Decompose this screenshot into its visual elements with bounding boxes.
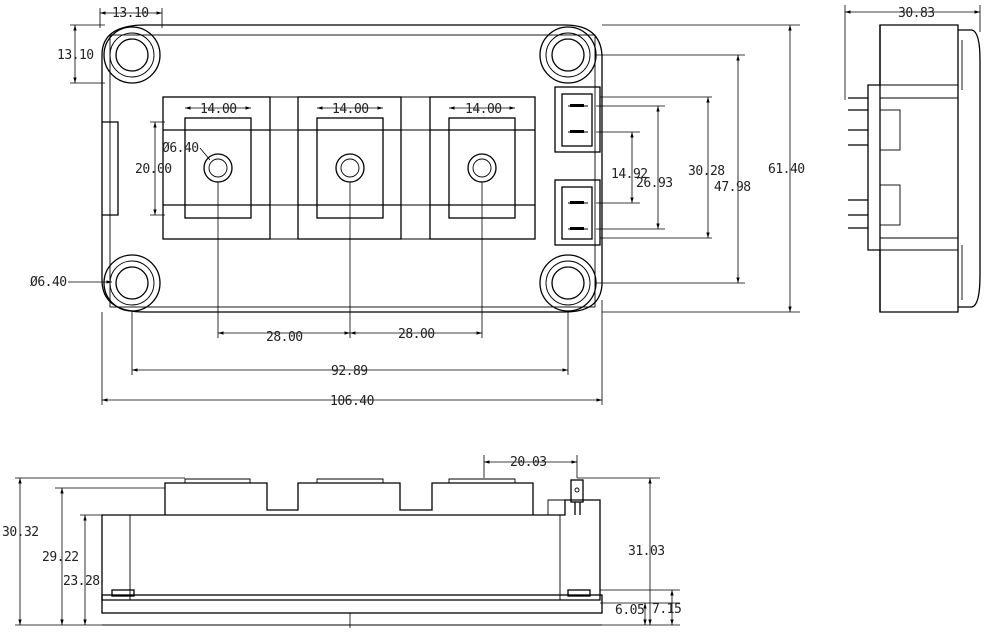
front-view: 20.03 30.32 29.22 23.28 31.03 6.05 7.15 (2, 455, 682, 628)
mount-hole-top-left (103, 26, 161, 84)
dim-total-height: 61.40 (768, 162, 805, 177)
dim-height-housing: 23.28 (63, 574, 100, 589)
terminal-3 (429, 96, 536, 240)
dim-base-pin-height: 7.15 (652, 602, 681, 617)
mount-hole-bottom-right (539, 254, 597, 312)
dim-pin-height: 31.03 (628, 544, 665, 559)
dim-pin-spacing-outer: 30.28 (688, 164, 725, 179)
side-view: 30.83 (844, 5, 981, 313)
aux-connector-bottom (554, 179, 601, 246)
dim-hole-offset-y: 13.10 (57, 48, 94, 63)
dim-terminal-width-2: 14.00 (332, 102, 369, 117)
dim-terminal-height: 20.00 (135, 162, 172, 177)
dim-height-upper: 29.22 (42, 550, 79, 565)
dim-total-length: 106.40 (330, 394, 374, 409)
dim-pin-offset: 20.03 (510, 455, 547, 470)
dim-terminal-width-3: 14.00 (465, 102, 502, 117)
dim-mount-hole-diameter: Ø6.40 (30, 275, 67, 290)
dim-pin-spacing-mid: 26.93 (636, 176, 673, 191)
mount-hole-bottom-left (103, 254, 161, 312)
dim-hole-offset-x: 13.10 (112, 6, 149, 21)
dim-terminal-width-1: 14.00 (200, 102, 237, 117)
terminal-rail (163, 96, 535, 240)
top-view: 13.10 13.10 14.00 14.00 14.00 Ø6.40 20.0… (30, 6, 805, 409)
dim-terminal-pitch-2: 28.00 (398, 327, 435, 342)
top-view-outline (101, 24, 603, 313)
terminal-2 (297, 96, 402, 240)
dim-height-total: 30.32 (2, 525, 39, 540)
aux-connector-top (554, 86, 601, 153)
left-tab (102, 121, 119, 216)
dim-pin-spacing-inner: 14.92 (611, 167, 648, 182)
dim-terminal-pitch-1: 28.00 (266, 330, 303, 345)
terminal-1 (162, 96, 271, 240)
dim-base-height: 6.05 (615, 603, 644, 618)
dim-hole-spacing-vertical: 47.98 (714, 180, 751, 195)
dim-side-depth: 30.83 (898, 6, 935, 21)
top-view-inner-frame (109, 34, 596, 308)
dim-hole-spacing-horizontal: 92.89 (331, 364, 368, 379)
dim-screw-diameter: Ø6.40 (162, 141, 199, 156)
